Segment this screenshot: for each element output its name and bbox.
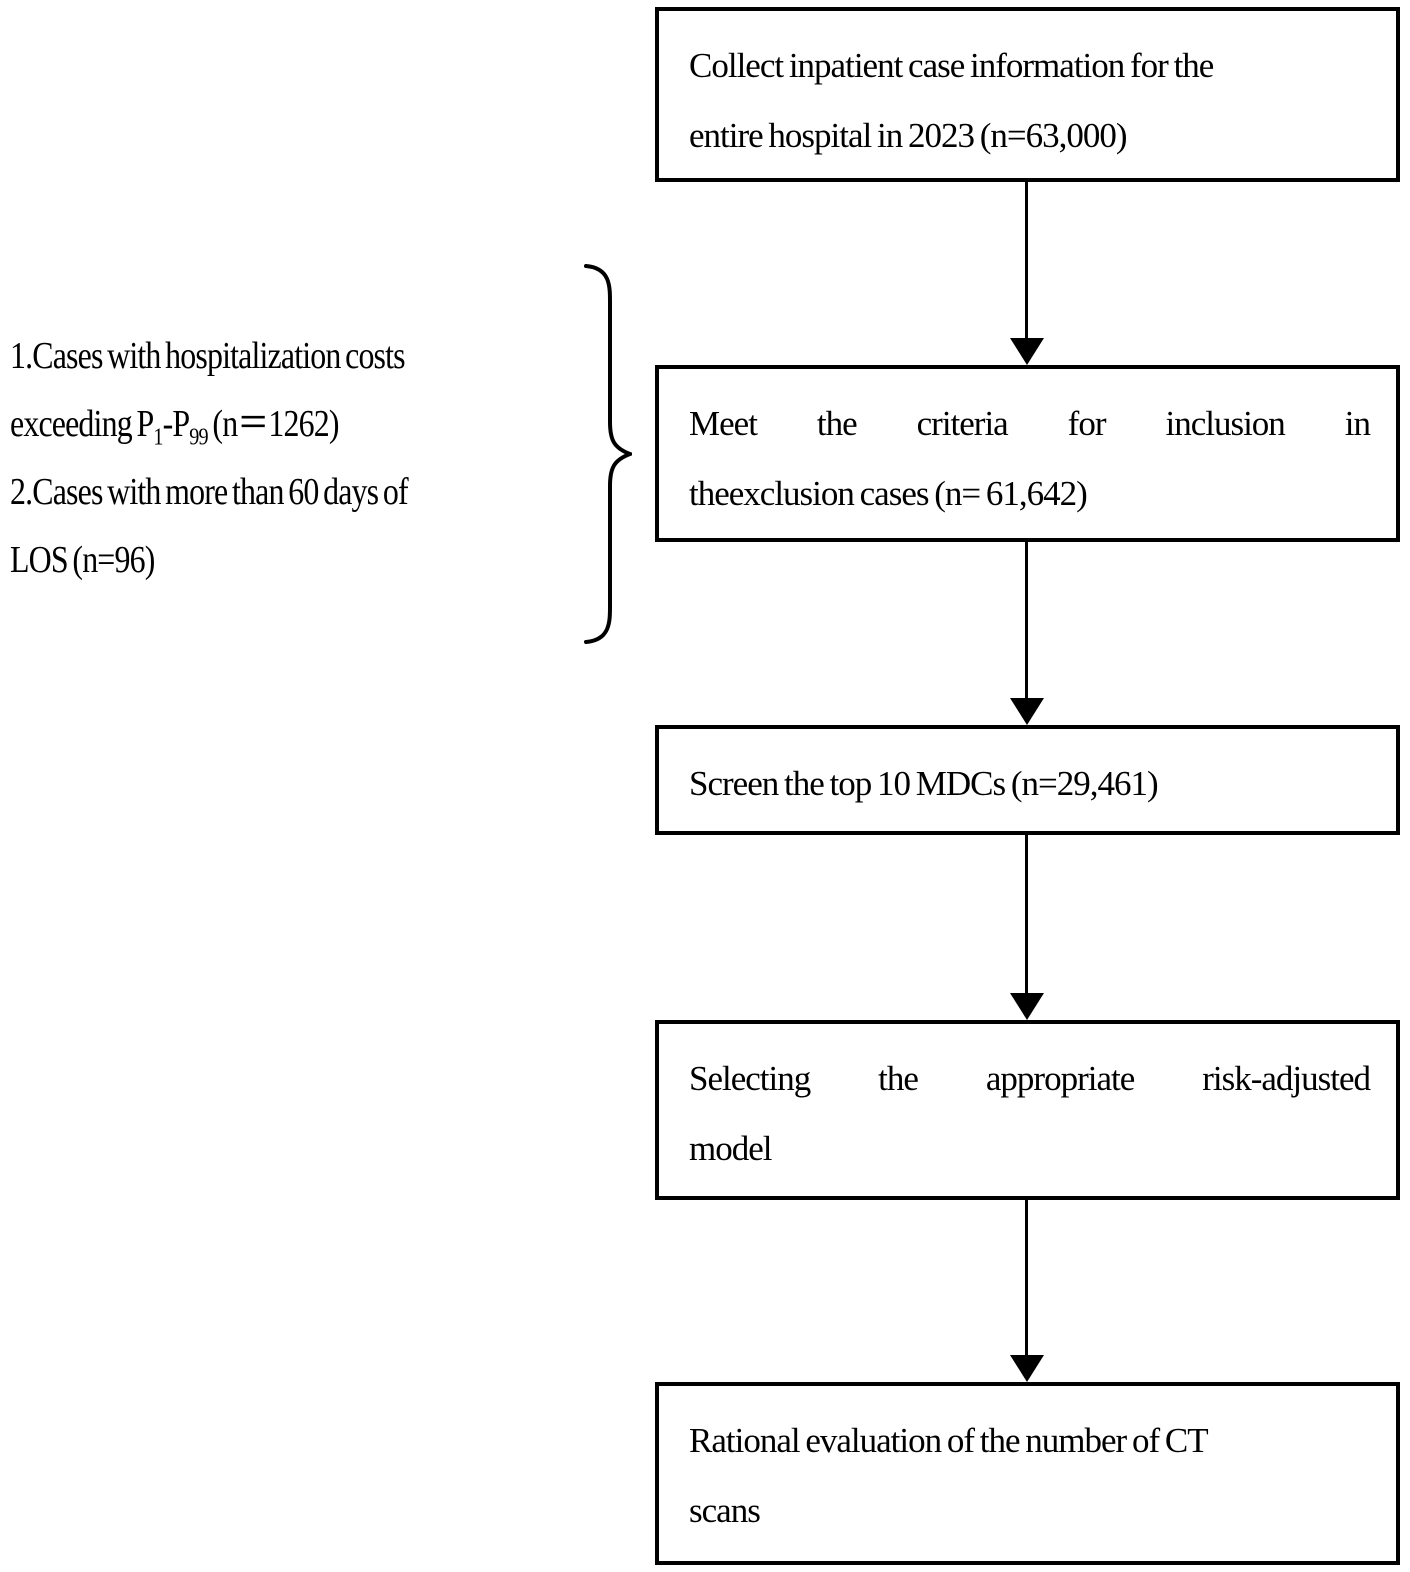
arrow-shaft (1025, 542, 1028, 703)
flow-arrow-4 (1010, 1200, 1044, 1382)
box-line: Screen the top 10 MDCs (n=29,461) (689, 764, 1159, 803)
flow-box-inclusion-criteria: Meet the criteria for inclusion in theex… (655, 365, 1400, 542)
subscript: 99 (189, 424, 208, 451)
down-arrowhead-icon (1010, 993, 1044, 1020)
box-line: model (689, 1129, 772, 1168)
note-text: (n＝1262) (207, 403, 339, 445)
box-line: Selecting the appropriate risk-adjusted (689, 1059, 1371, 1098)
box-line: Collect inpatient case information for t… (689, 46, 1214, 85)
flow-arrow-3 (1010, 835, 1044, 1020)
flow-arrow-1 (1010, 182, 1044, 365)
box-line: entire hospital in 2023 (n=63,000) (689, 116, 1128, 155)
down-arrowhead-icon (1010, 1355, 1044, 1382)
exclusion-note-line: 2.Cases with more than 60 days of (10, 471, 409, 513)
subscript: 1 (153, 424, 163, 451)
right-curly-bracket-icon (584, 264, 632, 644)
note-text: -P (162, 403, 191, 445)
exclusion-note-line: LOS (n=96) (10, 539, 155, 581)
box-line: theexclusion cases (n= 61,642) (689, 474, 1088, 513)
arrow-shaft (1025, 1200, 1028, 1360)
note-text: exceeding P (10, 403, 154, 445)
flow-box-collect-cases: Collect inpatient case information for t… (655, 7, 1400, 182)
arrow-shaft (1025, 835, 1028, 998)
flow-arrow-2 (1010, 542, 1044, 725)
box-line: Rational evaluation of the number of CT (689, 1421, 1209, 1460)
exclusion-note-line: exceeding P1-P99 (n＝1262) (10, 390, 408, 458)
flow-box-select-model: Selecting the appropriate risk-adjusted … (655, 1020, 1400, 1200)
flow-box-evaluate-ct-scans: Rational evaluation of the number of CT … (655, 1382, 1400, 1565)
exclusion-note-line: 1.Cases with hospitalization costs (10, 335, 406, 377)
arrow-shaft (1025, 182, 1028, 343)
exclusion-note: 1.Cases with hospitalization costs excee… (10, 322, 409, 594)
down-arrowhead-icon (1010, 698, 1044, 725)
down-arrowhead-icon (1010, 338, 1044, 365)
box-line: Meet the criteria for inclusion in (689, 404, 1371, 443)
box-line: scans (689, 1491, 761, 1530)
flow-box-screen-mdcs: Screen the top 10 MDCs (n=29,461) (655, 725, 1400, 835)
